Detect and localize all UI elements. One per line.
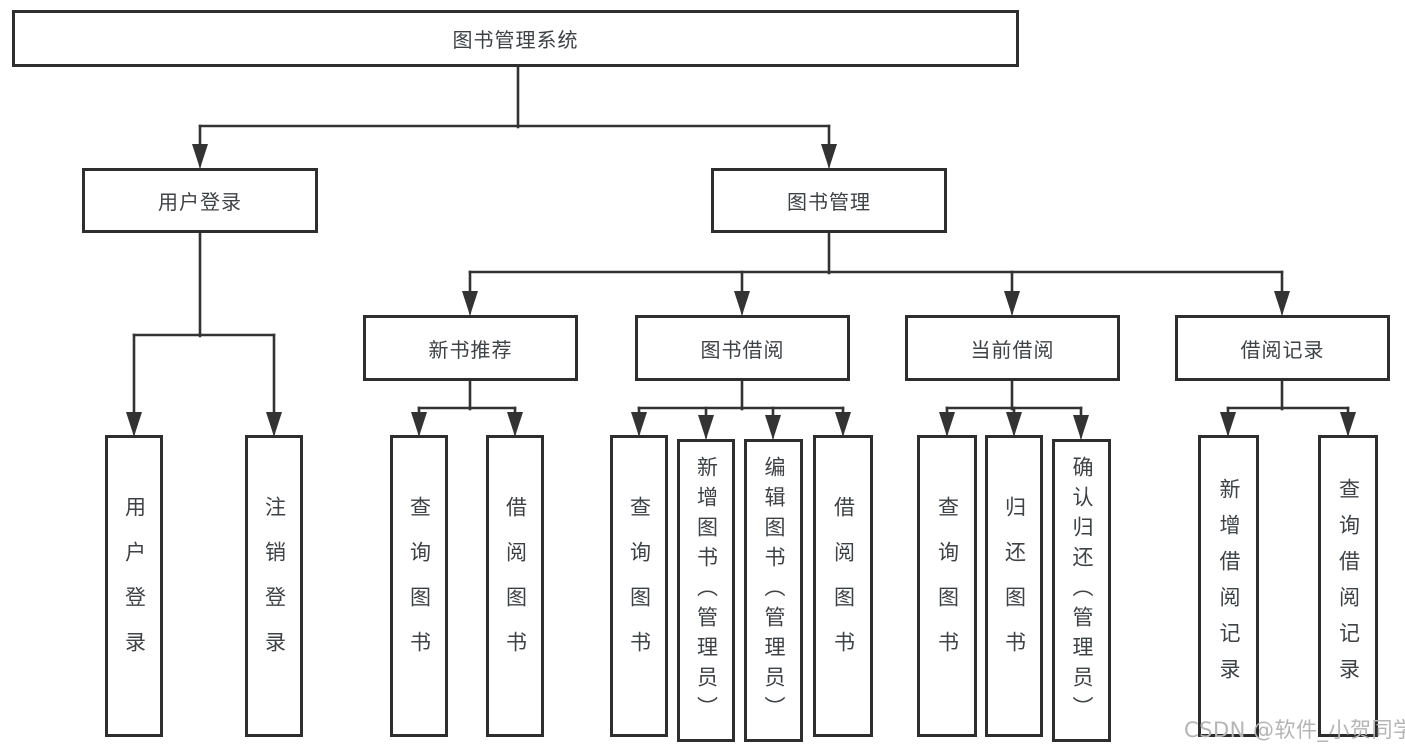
node-new-book-rec-label: 新书推荐 bbox=[428, 337, 513, 362]
leaf-edit-books-admin-label: 编辑图书（管理员） bbox=[762, 455, 786, 726]
leaf-query-borrow-record-label: 查询借阅记录 bbox=[1336, 478, 1361, 694]
leaf-borrow-books-1-label: 借阅图书 bbox=[503, 496, 528, 676]
arrow-new-book-rec-head bbox=[462, 291, 478, 317]
leaf-borrow-books-2-label: 借阅图书 bbox=[831, 496, 856, 676]
arrow-add-books-admin-head bbox=[698, 415, 714, 441]
node-current-borrow: 当前借阅 bbox=[905, 315, 1120, 381]
leaf-query-books-1-label: 查询图书 bbox=[407, 496, 432, 676]
arrow-query-books-1-head bbox=[411, 412, 427, 438]
arrow-query-books-3-head bbox=[939, 412, 955, 438]
node-borrow-records-label: 借阅记录 bbox=[1240, 337, 1325, 362]
leaf-query-books-3-label: 查询图书 bbox=[935, 496, 960, 676]
leaf-add-borrow-record: 新增借阅记录 bbox=[1198, 435, 1259, 737]
arrow-borrow-records-head bbox=[1274, 291, 1290, 317]
leaf-user-login: 用户登录 bbox=[105, 435, 163, 737]
arrow-edit-books-admin-head bbox=[765, 415, 781, 441]
leaf-query-books-3: 查询图书 bbox=[917, 435, 977, 737]
arrow-query-borrow-record-head bbox=[1340, 412, 1356, 438]
leaf-borrow-books-1: 借阅图书 bbox=[486, 435, 544, 737]
node-root: 图书管理系统 bbox=[12, 10, 1019, 67]
node-book-mgmt-label: 图书管理 bbox=[787, 190, 871, 214]
node-current-borrow-label: 当前借阅 bbox=[970, 337, 1055, 362]
node-book-borrow-label: 图书借阅 bbox=[700, 337, 785, 362]
arrow-confirm-return-admin-head bbox=[1073, 415, 1089, 441]
leaf-return-books: 归还图书 bbox=[985, 435, 1043, 737]
node-borrow-records: 借阅记录 bbox=[1175, 315, 1390, 381]
leaf-query-books-2-label: 查询图书 bbox=[627, 496, 652, 676]
leaf-add-books-admin-label: 新增图书（管理员） bbox=[694, 455, 719, 726]
arrow-user-login-leaf-head bbox=[126, 412, 142, 438]
leaf-logout-label: 注销登录 bbox=[262, 496, 287, 676]
arrow-return-books-head bbox=[1006, 412, 1022, 438]
leaf-borrow-books-2: 借阅图书 bbox=[813, 435, 873, 737]
arrow-book-mgmt-head bbox=[821, 144, 837, 170]
arrow-borrow-books-2-head bbox=[835, 412, 851, 438]
node-new-book-rec: 新书推荐 bbox=[363, 315, 578, 381]
leaf-user-login-label: 用户登录 bbox=[122, 496, 147, 676]
leaf-logout: 注销登录 bbox=[245, 435, 303, 737]
arrow-query-books-2-head bbox=[631, 412, 647, 438]
csdn-watermark: CSDN @软件_小贺同学 bbox=[1184, 718, 1405, 742]
arrow-user-login-head bbox=[192, 144, 208, 170]
node-user-login-label: 用户登录 bbox=[158, 190, 242, 214]
arrow-borrow-books-1-head bbox=[507, 412, 523, 438]
arrow-add-borrow-record-head bbox=[1220, 412, 1236, 438]
leaf-return-books-label: 归还图书 bbox=[1002, 496, 1027, 676]
node-book-mgmt: 图书管理 bbox=[711, 168, 947, 233]
node-root-label: 图书管理系统 bbox=[452, 28, 579, 52]
leaf-add-books-admin: 新增图书（管理员） bbox=[677, 439, 735, 742]
leaf-edit-books-admin: 编辑图书（管理员） bbox=[744, 439, 803, 742]
leaf-confirm-return-admin: 确认归还（管理员） bbox=[1052, 439, 1111, 742]
leaf-query-borrow-record: 查询借阅记录 bbox=[1318, 435, 1378, 737]
leaf-query-books-1: 查询图书 bbox=[390, 435, 448, 737]
leaf-query-books-2: 查询图书 bbox=[610, 435, 668, 737]
arrow-logout-leaf-head bbox=[266, 412, 282, 438]
arrow-book-borrow-head bbox=[734, 291, 750, 317]
leaf-confirm-return-admin-label: 确认归还（管理员） bbox=[1070, 455, 1094, 726]
arrow-current-borrow-head bbox=[1004, 291, 1020, 317]
node-book-borrow: 图书借阅 bbox=[635, 315, 850, 381]
leaf-add-borrow-record-label: 新增借阅记录 bbox=[1217, 478, 1241, 694]
node-user-login: 用户登录 bbox=[82, 168, 318, 233]
